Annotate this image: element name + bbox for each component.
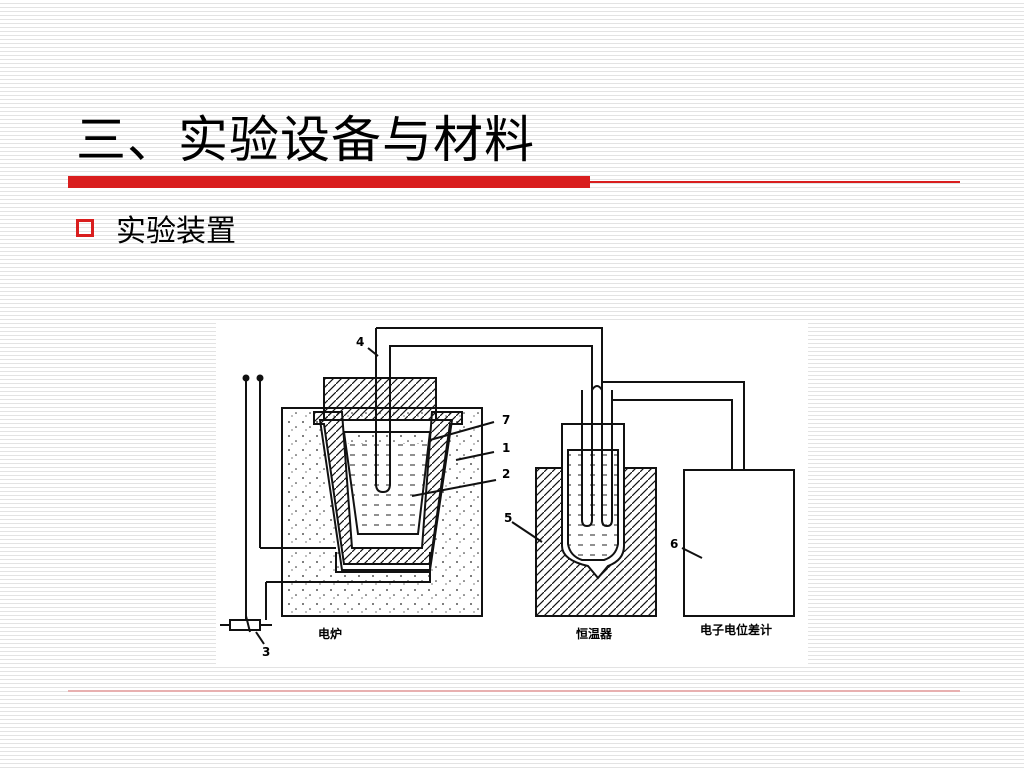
thermocouple-4 <box>375 328 593 494</box>
footer-divider <box>68 690 960 692</box>
label-number-4: 4 <box>356 335 364 349</box>
label-number-2: 2 <box>502 467 510 481</box>
title-underline-thick <box>68 176 590 188</box>
label-number-3: 3 <box>262 645 270 659</box>
apparatus-diagram: 4 7 1 2 5 6 3 电炉 恒温器 电子电位差计 <box>216 320 808 664</box>
crucible-outer <box>313 411 463 565</box>
label-potentiometer: 电子电位差计 <box>700 622 772 637</box>
label-number-7: 7 <box>502 413 510 427</box>
title-underline-thin <box>590 181 960 183</box>
label-number-6: 6 <box>670 537 678 551</box>
bullet-item: 实验装置 <box>76 206 236 250</box>
label-number-5: 5 <box>504 511 512 525</box>
square-bullet-icon <box>76 219 94 237</box>
bullet-text: 实验装置 <box>116 214 236 249</box>
slide-title: 三、实验设备与材料 <box>76 111 535 169</box>
apparatus-svg: 4 7 1 2 5 6 3 电炉 恒温器 电子电位差计 <box>220 327 795 659</box>
label-furnace: 电炉 <box>318 626 342 641</box>
label-number-1: 1 <box>502 441 510 455</box>
label-thermostat: 恒温器 <box>576 626 613 641</box>
rheostat-3 <box>229 619 261 631</box>
potentiometer-6 <box>683 469 795 617</box>
